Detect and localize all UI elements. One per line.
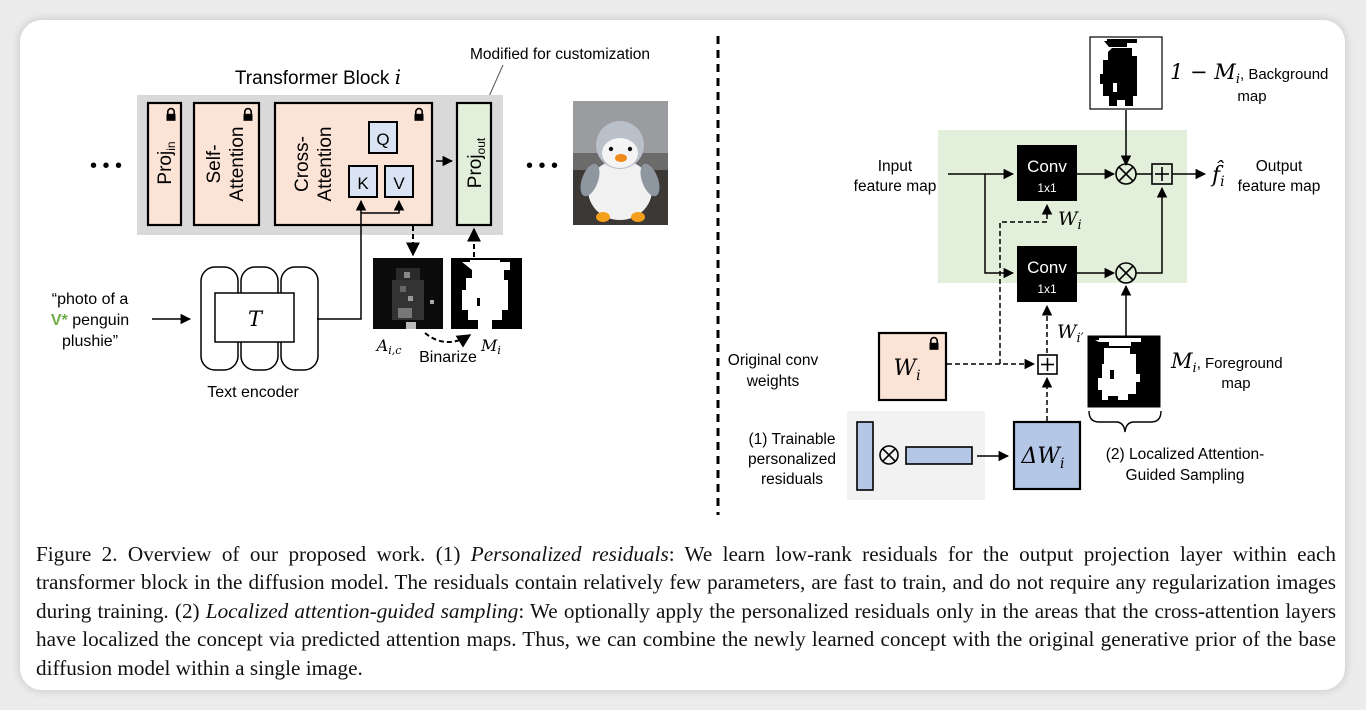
foreground-map-image	[1087, 335, 1161, 408]
cross-attention-label-line1: Cross-	[292, 136, 313, 192]
arrow-encoder-to-key	[317, 199, 367, 320]
left-panel: Transformer Block i Modified for customi…	[51, 46, 668, 401]
proj-in-label: Projin	[155, 141, 178, 184]
query-label: Q	[376, 130, 389, 149]
caption-text1: : We learn low-rank residuals for the ou…	[36, 542, 1336, 623]
background-map-label-line2: map	[1237, 88, 1266, 105]
self-attention-label-line2: Attention	[227, 127, 248, 202]
value-label: V	[393, 174, 405, 193]
foreground-map-label-line2: map	[1221, 375, 1250, 392]
transformer-block-title: Transformer Block i	[235, 65, 401, 89]
binarize-arrow	[424, 332, 472, 348]
conv-top-block[interactable]: Conv 1x1	[1017, 145, 1077, 201]
trainable-label-line2: personalized	[748, 451, 836, 468]
brace-icon	[1088, 410, 1162, 433]
self-attention-block[interactable]: Self- Attention	[192, 101, 261, 227]
background-map-formula: 1 − Mi, Background	[1170, 60, 1328, 87]
caption-term-localized-sampling: Localized attention-guided sampling	[205, 598, 519, 623]
cross-attention-label-line2: Attention	[315, 127, 336, 202]
delta-w-symbol: ΔWi	[1021, 444, 1065, 472]
conv-top-label: Conv	[1027, 157, 1067, 176]
caption-prefix: Figure 2. Overview of our proposed work.…	[36, 542, 471, 566]
output-label-line1: Output	[1256, 158, 1303, 175]
mask-label: Mi	[480, 336, 501, 357]
conv-top-kernel: 1x1	[1037, 181, 1057, 195]
prompt-line3: plushie”	[62, 333, 118, 350]
cross-attention-block[interactable]: Cross- Attention Q K V	[273, 101, 434, 227]
text-encoder-label: Text encoder	[207, 384, 299, 401]
output-label-line2: feature map	[1238, 178, 1321, 195]
ellipsis-right: • • •	[526, 155, 558, 177]
proj-out-label: Projout	[465, 137, 488, 188]
key-box	[348, 165, 378, 198]
figure-caption: Figure 2. Overview of our proposed work.…	[36, 540, 1336, 682]
arrow-encoder-to-value	[361, 199, 405, 214]
w-prime-label: Wi′	[1057, 321, 1084, 346]
w-label: Wi	[1058, 208, 1082, 233]
add-weights-icon	[1037, 354, 1058, 375]
original-weights-symbol: Wi	[893, 356, 920, 384]
arrow-input-to-conv-bottom	[984, 174, 1015, 279]
binarize-label: Binarize	[419, 349, 477, 366]
proj-in-block[interactable]: Projin	[146, 101, 183, 227]
prompt-line1: “photo of a	[52, 291, 129, 308]
trainable-label-line1: (1) Trainable	[748, 431, 835, 448]
localized-label-line1: (2) Localized Attention-	[1106, 446, 1265, 463]
penguin-photo	[573, 101, 668, 225]
background-map-image	[1089, 36, 1163, 110]
value-box	[384, 165, 414, 198]
conv-bottom-kernel: 1x1	[1037, 282, 1057, 296]
attention-map-label: Ai,c	[375, 336, 402, 357]
low-rank-matrix-a[interactable]	[856, 421, 874, 491]
caption-term-personalized-residuals: Personalized residuals	[470, 542, 669, 566]
foreground-map-symbol: Mi, Foreground	[1170, 349, 1283, 376]
low-rank-matrix-b[interactable]	[905, 446, 973, 465]
low-rank-multiply-icon	[879, 445, 899, 465]
attention-map-image	[373, 258, 443, 329]
original-weights-block[interactable]: Wi	[877, 331, 948, 402]
text-prompt: “photo of a V* penguin plushie”	[51, 291, 129, 350]
right-panel: 1 − Mi, Background map Input feature map…	[728, 36, 1328, 500]
text-encoder: T Text encoder	[200, 266, 319, 401]
arrow-multiply-bottom-to-add	[1136, 186, 1168, 274]
delta-w-block[interactable]: ΔWi	[1012, 420, 1082, 491]
original-weights-label-line2: weights	[746, 373, 800, 390]
proj-out-block[interactable]: Projout	[455, 101, 493, 227]
binary-mask-image	[451, 258, 522, 329]
key-label: K	[357, 174, 369, 193]
conv-bottom-block[interactable]: Conv 1x1	[1017, 246, 1077, 302]
caption-text2: : We optionally apply the personalized r…	[36, 598, 1336, 680]
input-label-line1: Input	[878, 158, 913, 175]
text-encoder-symbol: T	[248, 307, 264, 331]
original-weights-label-line1: Original conv	[728, 352, 819, 369]
input-label-line2: feature map	[854, 178, 937, 195]
output-symbol: f̂i	[1210, 161, 1225, 190]
localized-label-line2: Guided Sampling	[1126, 467, 1245, 484]
modified-label: Modified for customization	[470, 46, 650, 63]
conv-bottom-label: Conv	[1027, 258, 1067, 277]
trainable-label-line3: residuals	[761, 471, 823, 488]
ellipsis-left: • • •	[90, 155, 122, 177]
self-attention-label-line1: Self-	[204, 144, 225, 183]
query-box	[368, 121, 398, 154]
prompt-line2: V* penguin	[51, 312, 129, 329]
